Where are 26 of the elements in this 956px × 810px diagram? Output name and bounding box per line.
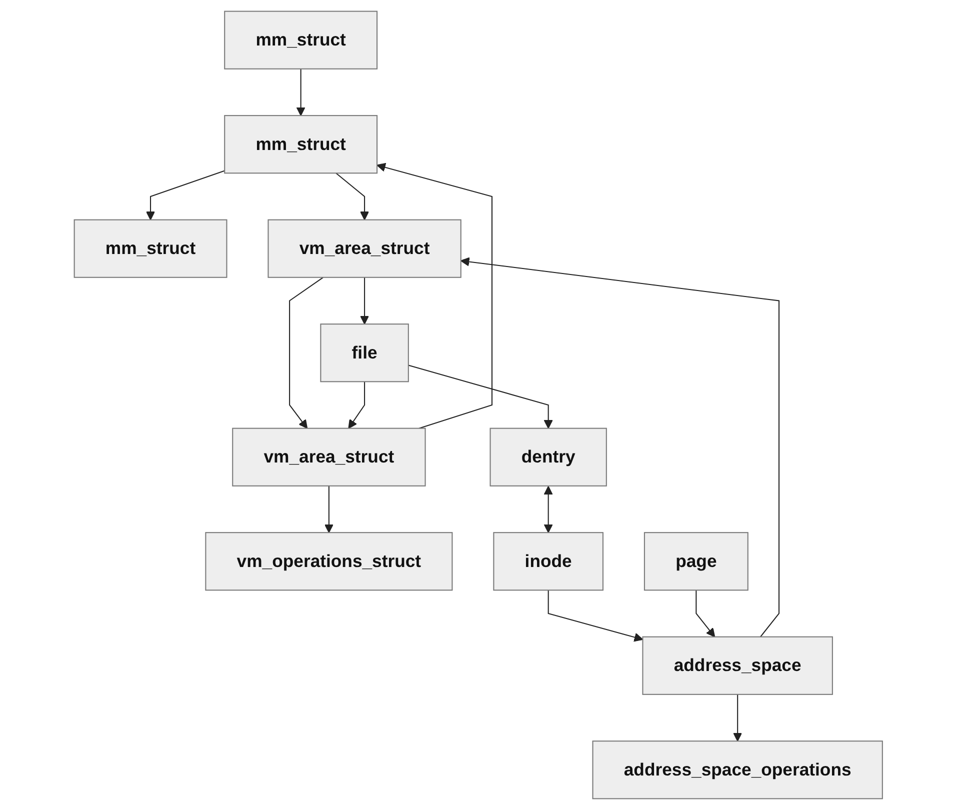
node-box: mm_struct	[224, 10, 378, 70]
node-box: dentry	[489, 428, 607, 486]
arrow	[695, 590, 715, 638]
arrow	[376, 162, 492, 429]
arrow	[348, 382, 365, 429]
arrow	[547, 590, 643, 642]
node-box: address_space_operations	[592, 740, 883, 800]
node-box: vm_area_struct	[267, 219, 462, 278]
arrow	[335, 172, 369, 220]
node-box: vm_operations_struct	[204, 532, 452, 591]
node-box: mm_struct	[224, 115, 378, 174]
node-box: file	[320, 324, 409, 382]
arrow	[288, 276, 324, 429]
arrow	[146, 170, 224, 220]
node-box: page	[644, 532, 748, 591]
arrow	[460, 257, 780, 638]
arrow	[324, 486, 334, 534]
node-box: address_space	[642, 636, 833, 695]
arrow	[408, 364, 553, 429]
arrow	[360, 277, 369, 324]
arrow	[543, 486, 553, 534]
arrow	[732, 694, 742, 742]
node-box: mm_struct	[73, 219, 227, 278]
node-box: vm_area_struct	[232, 428, 426, 486]
node-box: inode	[492, 532, 604, 591]
arrow	[296, 68, 306, 116]
